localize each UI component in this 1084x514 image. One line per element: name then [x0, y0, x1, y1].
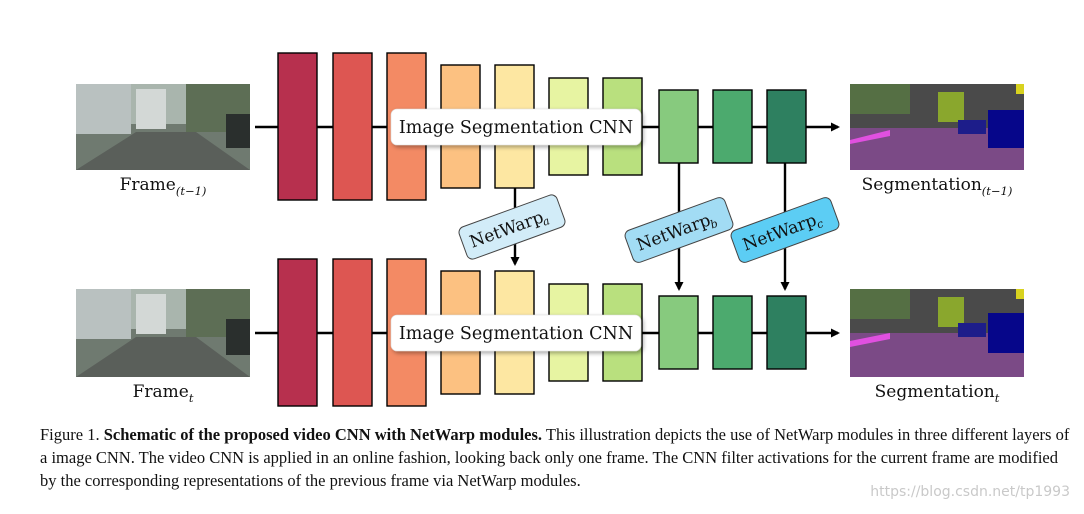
frame-prev-image	[76, 84, 250, 170]
bottom-cnn-layer-9	[712, 295, 753, 370]
segmentation-curr-label: Segmentationt	[875, 382, 1000, 405]
top-cnn-layer-8	[658, 89, 699, 164]
netwarp-c-subscript: c	[815, 217, 825, 231]
segmentation-curr-image	[850, 289, 1024, 377]
bottom-cnn-layers	[277, 258, 807, 407]
bottom-cnn-layer-10	[766, 295, 807, 370]
top-cnn-layer-9	[712, 89, 753, 164]
bottom-cnn-label: Image Segmentation CNN	[399, 324, 633, 344]
caption-title: Schematic of the proposed video CNN with…	[103, 425, 543, 444]
netwarp-a-subscript: a	[541, 214, 552, 228]
caption-body: This illustration depicts the use of Net…	[40, 425, 1070, 490]
watermark: https://blog.csdn.net/tp1993	[870, 484, 1070, 500]
netwarp-a-module: NetWarp a	[458, 194, 566, 260]
caption-prefix: Figure 1.	[40, 425, 104, 444]
top-cnn-layer-2	[332, 52, 373, 201]
segmentation-prev-image	[850, 84, 1024, 170]
segmentation-prev-label: Segmentation(t−1)	[862, 175, 1013, 198]
bottom-cnn-layer-8	[658, 295, 699, 370]
frame-curr-label: Framet	[133, 382, 194, 405]
frame-curr-image	[76, 289, 250, 377]
bottom-cnn-layer-1	[277, 258, 318, 407]
bottom-cnn-label-box	[390, 314, 642, 352]
top-cnn-layer-1	[277, 52, 318, 201]
top-cnn-layer-10	[766, 89, 807, 164]
netwarp-diagram: Image Segmentation CNN Image Segmentatio…	[76, 52, 1024, 407]
top-cnn-label-box	[390, 108, 642, 146]
frame-prev-label: Frame(t−1)	[120, 175, 207, 198]
top-cnn-label: Image Segmentation CNN	[399, 118, 633, 138]
figure-caption: Figure 1. Schematic of the proposed vide…	[40, 423, 1070, 492]
netwarp-b-subscript: b	[709, 217, 720, 232]
bottom-cnn-layer-2	[332, 258, 373, 407]
